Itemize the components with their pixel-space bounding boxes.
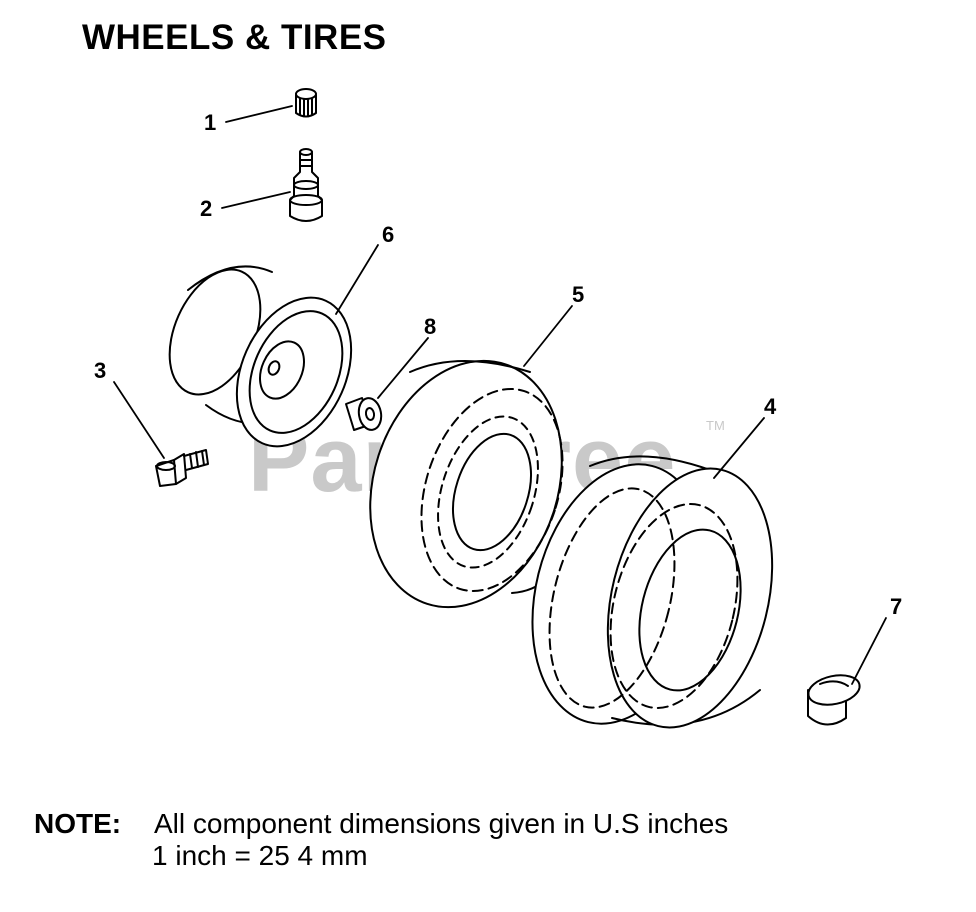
- part-7-center-cap[interactable]: [806, 671, 863, 726]
- diagram-title: WHEELS & TIRES: [82, 18, 387, 57]
- part-3-lug-bolt[interactable]: [155, 449, 209, 487]
- note-text-line1: All component dimensions given in U.S in…: [154, 808, 729, 839]
- watermark-trademark: TM: [706, 418, 725, 433]
- callout-7: 7: [890, 594, 902, 619]
- note-text-line2: 1 inch = 25 4 mm: [152, 840, 368, 871]
- part-2-valve-stem[interactable]: [289, 148, 323, 222]
- callout-3: 3: [94, 358, 106, 383]
- callout-6: 6: [382, 222, 394, 247]
- callout-5: 5: [572, 282, 584, 307]
- dimension-note: NOTE: All component dimensions given in U…: [34, 808, 729, 871]
- part-6-wheel-rim[interactable]: [152, 255, 374, 464]
- part-4-tire[interactable]: [507, 446, 798, 745]
- part-5-tire[interactable]: [340, 336, 593, 633]
- leader-lines: [113, 105, 887, 685]
- part-8-bushing[interactable]: [345, 396, 384, 431]
- callout-1: 1: [204, 110, 216, 135]
- callout-8: 8: [424, 314, 436, 339]
- callout-2: 2: [200, 196, 212, 221]
- part-1-valve-cap[interactable]: [295, 88, 317, 118]
- callout-4: 4: [764, 394, 777, 419]
- note-label: NOTE:: [34, 808, 122, 839]
